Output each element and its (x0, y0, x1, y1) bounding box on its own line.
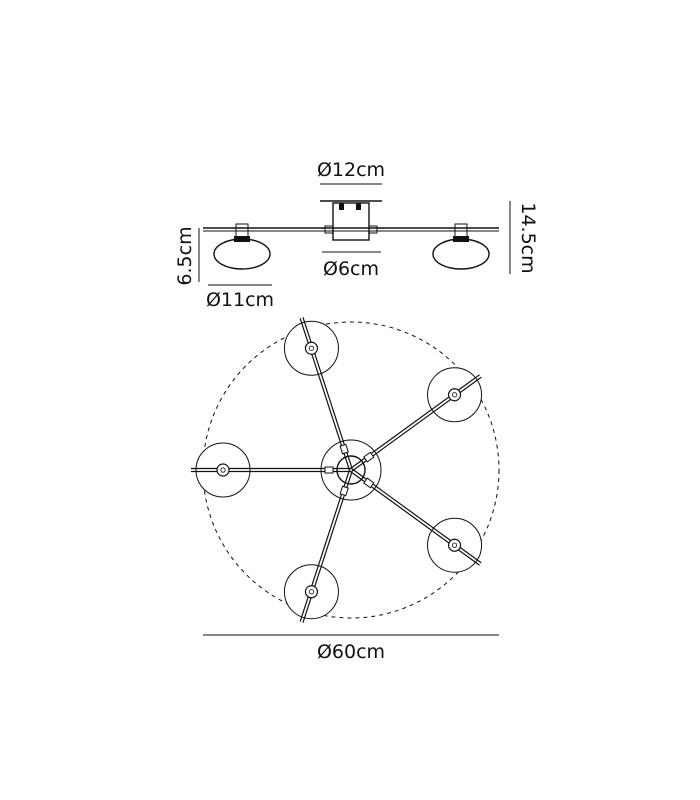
right-shade-group (432, 223, 490, 270)
central-fitting-right (356, 203, 361, 210)
arm-joint-right (368, 225, 378, 234)
plan-lamp-center-2 (220, 467, 226, 473)
overall-diameter-label: Ø60cm (317, 641, 385, 663)
hub-connector-5 (363, 451, 375, 463)
hub-diameter-label: Ø6cm (323, 258, 379, 280)
plan-lamp-center-4 (451, 542, 458, 548)
plan-lamp-center-1 (308, 345, 315, 351)
shade-diameter-label: Ø11cm (206, 289, 274, 311)
left-shade (213, 238, 271, 270)
plan-lamp-center-3 (308, 589, 315, 595)
shade-height-label: 6.5cm (174, 226, 196, 285)
plan-lamp-center-5 (451, 392, 458, 398)
hub-connector-3 (339, 485, 349, 497)
overall-height-label: 14.5cm (517, 202, 539, 273)
arms-layer (191, 317, 483, 623)
hub-connectors (324, 443, 375, 497)
hub-center-disc (336, 455, 366, 485)
left-shade-group: Ø11cm (206, 223, 274, 311)
hub-ring (320, 439, 382, 501)
central-body (332, 202, 370, 241)
hub-connector-1 (339, 443, 349, 455)
plan-view: Ø60cm (191, 317, 500, 663)
side-elevation: Ø12cm Ø6cm Ø11cm 6.5cm (174, 159, 539, 311)
right-shade (432, 238, 490, 270)
hub-connector-2 (324, 466, 334, 474)
hub-connector-4 (363, 477, 375, 489)
arm-joint-left (324, 225, 334, 234)
central-fitting-left (339, 203, 344, 210)
canopy-diameter-label: Ø12cm (317, 159, 385, 181)
